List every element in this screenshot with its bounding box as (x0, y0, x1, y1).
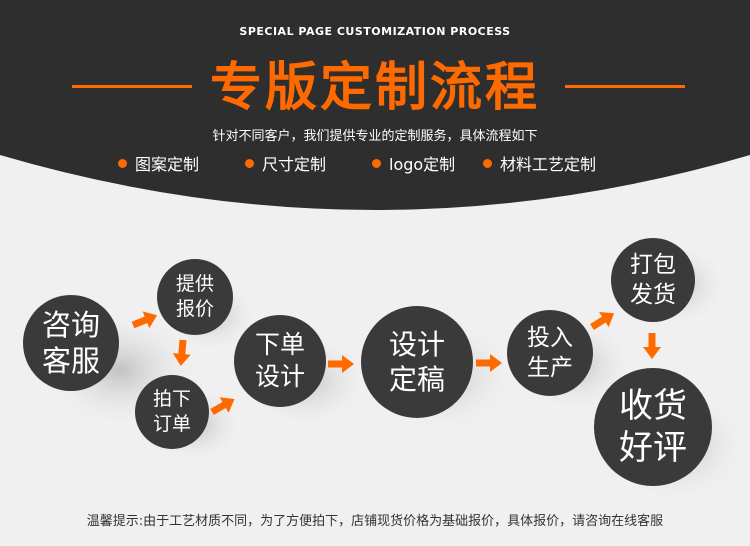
step-finalize-label: 设计 定稿 (388, 328, 445, 396)
service-list: 图案定制 尺寸定制 logo定制 材料工艺定制 (0, 153, 750, 177)
service-label: 尺寸定制 (262, 155, 327, 174)
step-design-label: 下单 设计 (254, 330, 305, 391)
step-consult-circle: 咨询 客服 (23, 295, 119, 391)
step-pack-label: 打包 发货 (630, 252, 676, 308)
title-decor-line-right (565, 85, 685, 88)
footer-note: 温馨提示:由于工艺材质不同，为了方便拍下，店铺现货价格为基础报价，具体报价，请咨… (86, 514, 664, 529)
subtitle: 针对不同客户，我们提供专业的定制服务，具体流程如下 (212, 129, 538, 144)
step-review-circle: 收货 好评 (594, 368, 712, 486)
title-decor-line-left (72, 85, 192, 88)
step-review-label: 收货 好评 (619, 386, 687, 468)
step-production-label: 投入 生产 (527, 325, 573, 381)
arrow-icon (210, 397, 235, 416)
bullet-dot-icon (483, 159, 492, 168)
bullet-dot-icon (372, 159, 381, 168)
arrow-icon (476, 354, 502, 372)
step-pack-circle: 打包 发货 (611, 238, 695, 322)
arrow-icon (590, 311, 615, 330)
service-item: 图案定制 (118, 153, 199, 177)
arrow-icon (328, 355, 354, 373)
step-quote-label: 提供 报价 (175, 273, 214, 320)
bullet-dot-icon (245, 159, 254, 168)
step-production-circle: 投入 生产 (507, 310, 593, 396)
arrow-icon (172, 339, 191, 366)
step-order-circle: 拍下 订单 (135, 375, 209, 449)
service-item: 材料工艺定制 (483, 153, 596, 177)
english-title: SPECIAL PAGE CUSTOMIZATION PROCESS (239, 25, 511, 38)
arrow-icon (643, 333, 661, 359)
service-item: 尺寸定制 (245, 153, 326, 177)
service-label: 图案定制 (135, 155, 200, 174)
service-label: 材料工艺定制 (500, 155, 597, 174)
bullet-dot-icon (118, 159, 127, 168)
page-title: 专版定制流程 (209, 58, 540, 118)
step-order-label: 拍下 订单 (152, 388, 191, 435)
step-finalize-circle: 设计 定稿 (361, 306, 473, 418)
header-band (0, 0, 750, 210)
service-label: logo定制 (389, 155, 456, 174)
step-quote-circle: 提供 报价 (157, 259, 233, 335)
service-item: logo定制 (372, 153, 455, 177)
step-design-circle: 下单 设计 (234, 315, 326, 407)
step-consult-label: 咨询 客服 (41, 308, 100, 378)
arrow-icon (131, 311, 158, 329)
